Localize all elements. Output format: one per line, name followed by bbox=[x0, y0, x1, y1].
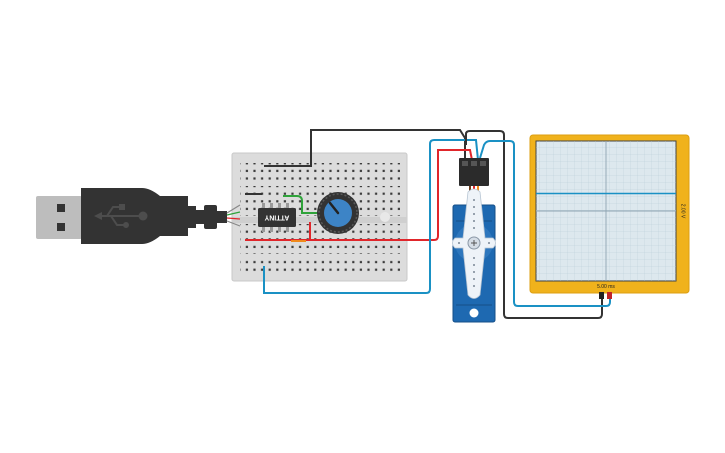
servo-motor[interactable] bbox=[452, 158, 496, 323]
wire-blue-scope bbox=[479, 140, 611, 307]
potentiometer[interactable] bbox=[317, 192, 359, 234]
usb-icon bbox=[94, 204, 148, 228]
usb-cable[interactable] bbox=[36, 188, 241, 244]
wire-blue-signal bbox=[263, 139, 479, 294]
time-per-div-label: 5.00 ms bbox=[597, 284, 615, 290]
wire-red-vcc bbox=[245, 149, 473, 241]
volts-per-div-label: 2.00 V bbox=[680, 204, 686, 219]
wire-green bbox=[283, 195, 318, 214]
wire-black-scope bbox=[465, 130, 603, 319]
chip-label: ATTINY bbox=[264, 214, 289, 221]
probe-positive-terminal[interactable] bbox=[607, 292, 612, 299]
power-rail-top bbox=[240, 163, 400, 180]
knob-indicator bbox=[328, 201, 340, 215]
probe-negative-terminal[interactable] bbox=[599, 292, 604, 299]
wires[interactable] bbox=[245, 129, 611, 319]
mount-hole bbox=[380, 212, 390, 222]
oscilloscope[interactable]: 5.00 ms 2.00 V bbox=[529, 134, 690, 299]
attiny-chip[interactable]: ATTINY bbox=[258, 203, 296, 232]
usb-plug-metal bbox=[36, 196, 82, 239]
power-rail-bottom bbox=[240, 256, 400, 273]
mount-hole bbox=[469, 308, 479, 318]
